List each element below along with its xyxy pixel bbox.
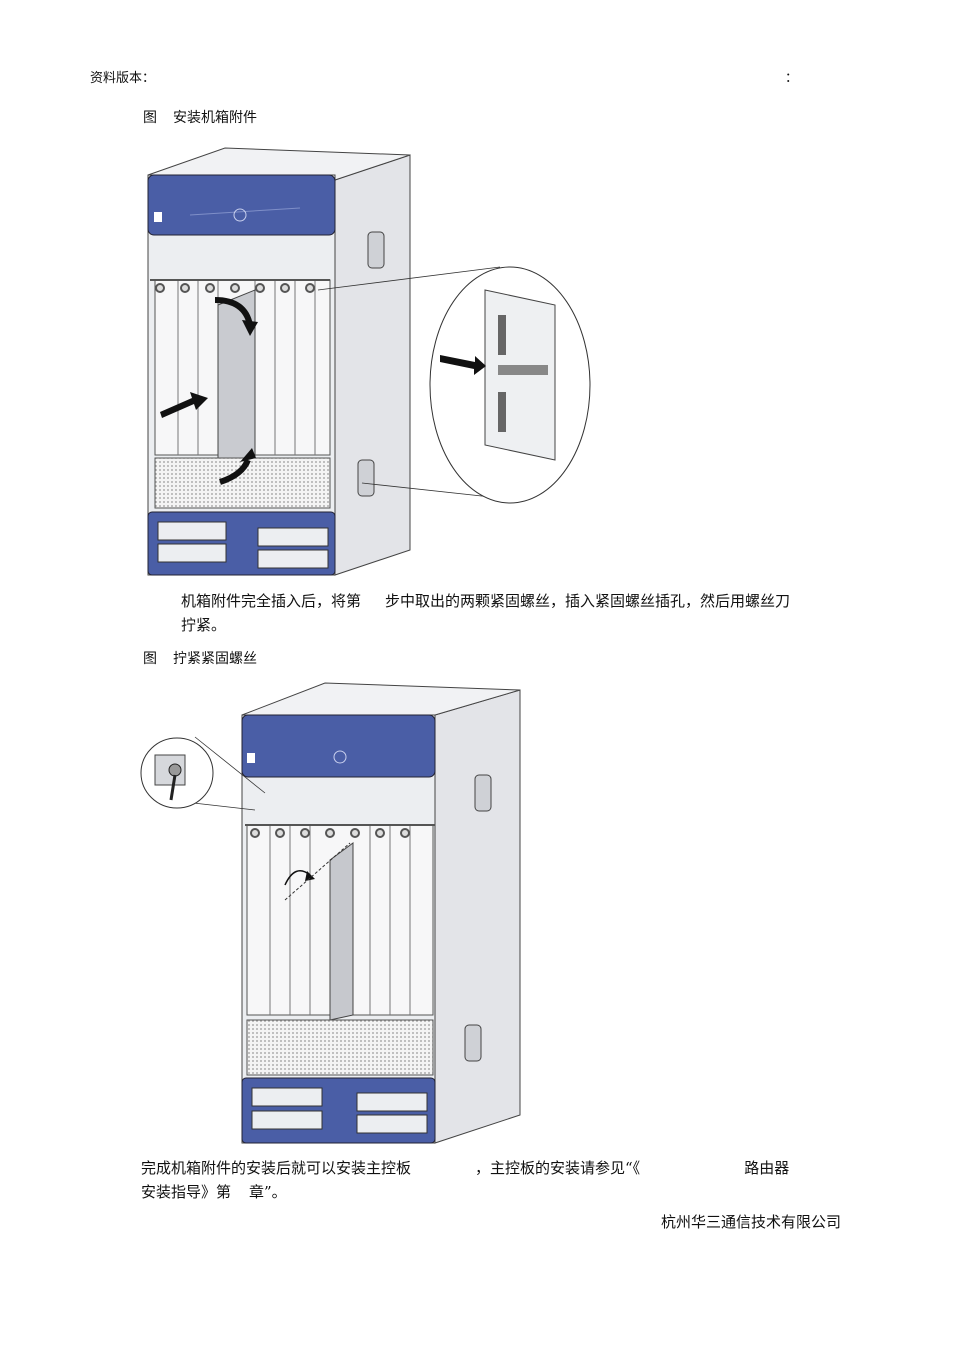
para2-part5: 章”。 (249, 1183, 287, 1201)
rotate-arrow-icon (284, 870, 315, 886)
figure2-illustration (140, 682, 521, 1144)
magnifier-circle-icon (429, 266, 591, 504)
figure2-title: 拧紧紧固螺丝 (173, 651, 257, 667)
figure1-illustration (147, 147, 591, 576)
header-colon: ： (785, 71, 799, 86)
arrow-icon (160, 392, 208, 418)
figure1-label: 图 (143, 110, 157, 126)
para2-part3: 路由器 (744, 1159, 790, 1177)
rotate-arrow-icon (214, 297, 258, 485)
figure2-caption: 图拧紧紧固螺丝 (143, 648, 257, 668)
figure1-caption: 图安装机箱附件 (143, 107, 257, 127)
figure2-label: 图 (143, 651, 157, 667)
paragraph-2: 完成机箱附件的安装后就可以安装主控板 ，主控板的安装请参见“《 路由器 安装指导》第… (141, 1156, 871, 1204)
para2-part4: 安装指导》第 (141, 1183, 232, 1201)
para1-part1: 机箱附件完全插入后，将第 (181, 592, 362, 610)
footer-company: 杭州华三通信技术有限公司 (661, 1213, 842, 1231)
para2-part1: 完成机箱附件的安装后就可以安装主控板 (141, 1159, 412, 1177)
paragraph-1: 机箱附件完全插入后，将第步中取出的两颗紧固螺丝，插入紧固螺丝插孔，然后用螺丝刀 … (181, 589, 871, 637)
figure1-title: 安装机箱附件 (173, 110, 257, 126)
header-doc-version: 资料版本： (90, 71, 156, 86)
para1-part3: 拧紧。 (181, 616, 227, 634)
magnifier-circle-icon (140, 736, 266, 811)
para1-part2: 步中取出的两颗紧固螺丝，插入紧固螺丝插孔，然后用螺丝刀 (385, 592, 791, 610)
para2-part2: ，主控板的安装请参见“《 (475, 1159, 641, 1177)
